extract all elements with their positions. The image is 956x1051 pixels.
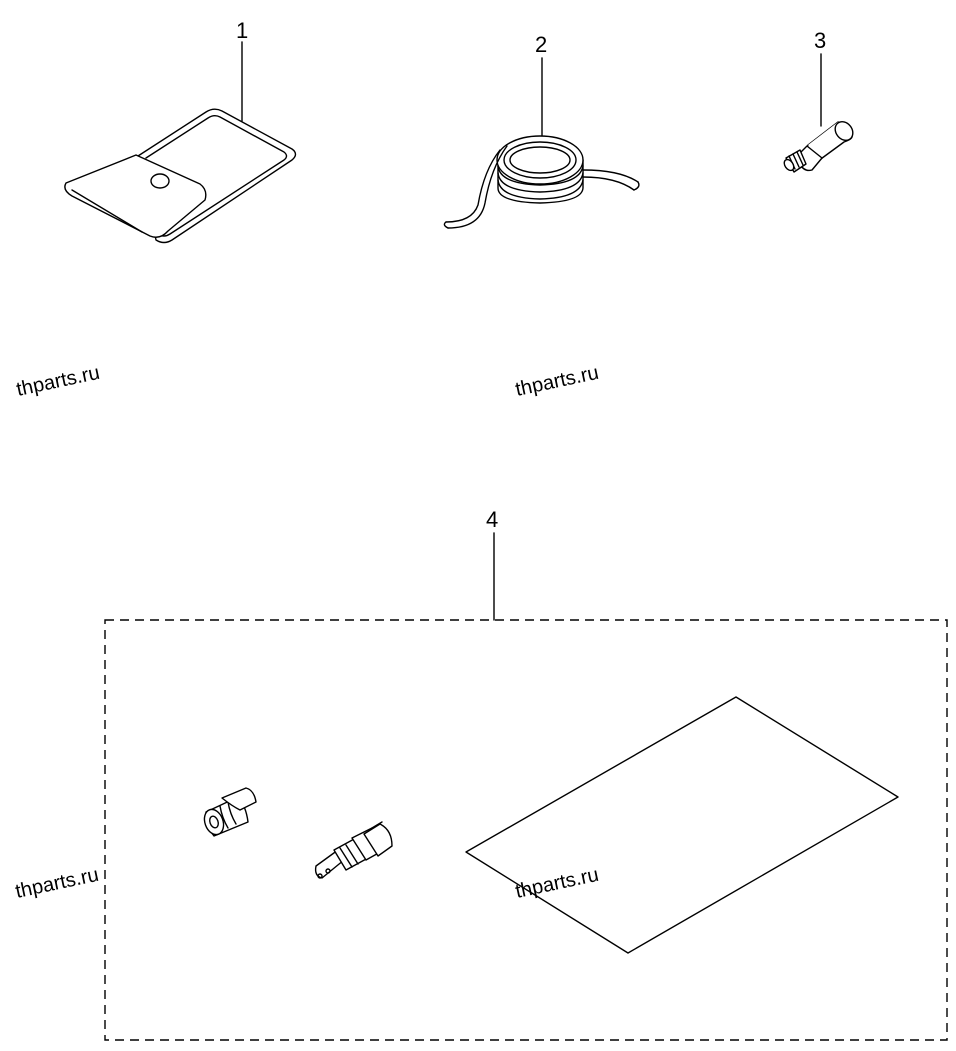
jet-icon [203, 787, 257, 837]
coiled-wire-icon [443, 135, 640, 229]
kit-group-boundary [104, 619, 948, 1041]
part-2[interactable]: 2 [443, 32, 640, 229]
part-4[interactable]: 4 [104, 507, 948, 1041]
callout-4: 4 [486, 507, 498, 532]
callout-1: 1 [236, 18, 248, 43]
part-1[interactable]: 1 [64, 18, 297, 244]
part-3[interactable]: 3 [782, 28, 856, 173]
tool-pouch-icon [64, 108, 297, 244]
watermark-text: thparts.ru [513, 362, 600, 401]
watermark-text: thparts.ru [14, 362, 101, 401]
callout-2: 2 [535, 32, 547, 57]
callout-3: 3 [814, 28, 826, 53]
threaded-pin-icon [783, 121, 854, 173]
needle-jet-icon [314, 821, 393, 879]
gasket-sheet-icon [465, 696, 899, 954]
watermark-text: thparts.ru [13, 864, 100, 903]
